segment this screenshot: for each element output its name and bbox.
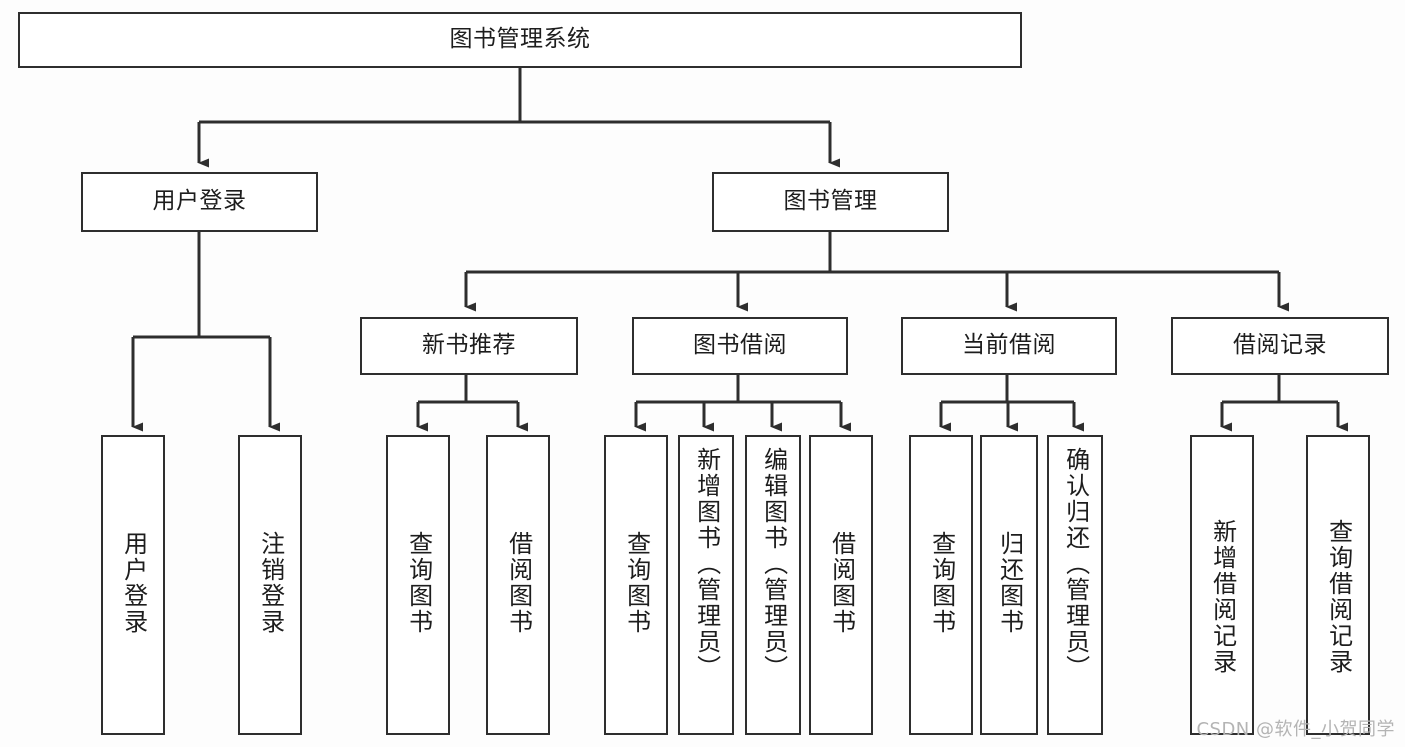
node-leaf-current-borrow-query-book[interactable]: 查询图书 xyxy=(909,435,973,735)
node-leaf-user-login-login[interactable]: 用户登录 xyxy=(101,435,165,735)
node-book-borrow[interactable]: 图书借阅 xyxy=(632,317,848,375)
node-label: 编辑图书（管理员） xyxy=(759,447,788,681)
node-leaf-borrow-record-query-record[interactable]: 查询借阅记录 xyxy=(1306,435,1370,735)
node-book-management[interactable]: 图书管理 xyxy=(712,172,949,232)
node-user-login[interactable]: 用户登录 xyxy=(81,172,318,232)
node-label: 注销登录 xyxy=(256,531,285,635)
node-label: 图书管理系统 xyxy=(449,26,591,53)
node-label: 用户登录 xyxy=(152,188,247,215)
node-leaf-borrow-record-add-record[interactable]: 新增借阅记录 xyxy=(1190,435,1254,735)
node-borrow-record[interactable]: 借阅记录 xyxy=(1171,317,1389,375)
node-leaf-current-borrow-return-book[interactable]: 归还图书 xyxy=(980,435,1038,735)
csdn-watermark: CSDN @软件_小贺同学 xyxy=(1196,719,1395,740)
node-label: 确认归还（管理员） xyxy=(1061,447,1090,681)
node-current-borrow[interactable]: 当前借阅 xyxy=(901,317,1117,375)
node-label: 查询图书 xyxy=(927,531,956,635)
node-new-book-recommend[interactable]: 新书推荐 xyxy=(360,317,578,375)
node-label: 图书管理 xyxy=(783,188,878,215)
node-label: 新增图书（管理员） xyxy=(692,447,721,681)
node-leaf-book-borrow-add-book-admin[interactable]: 新增图书（管理员） xyxy=(678,435,734,735)
node-label: 借阅图书 xyxy=(827,531,856,635)
node-root-book-management-system[interactable]: 图书管理系统 xyxy=(18,12,1022,68)
node-leaf-book-borrow-edit-book-admin[interactable]: 编辑图书（管理员） xyxy=(745,435,801,735)
node-label: 借阅图书 xyxy=(504,531,533,635)
node-label: 借阅记录 xyxy=(1233,332,1327,359)
node-leaf-user-login-logout[interactable]: 注销登录 xyxy=(238,435,302,735)
node-label: 归还图书 xyxy=(995,531,1024,635)
node-label: 当前借阅 xyxy=(962,332,1056,359)
node-leaf-book-borrow-query-book[interactable]: 查询图书 xyxy=(604,435,668,735)
node-label: 查询图书 xyxy=(404,531,433,635)
node-leaf-new-book-borrow-book[interactable]: 借阅图书 xyxy=(486,435,550,735)
node-label: 查询图书 xyxy=(622,531,651,635)
node-leaf-current-borrow-confirm-return-admin[interactable]: 确认归还（管理员） xyxy=(1047,435,1103,735)
node-leaf-book-borrow-borrow-book[interactable]: 借阅图书 xyxy=(809,435,873,735)
node-label: 查询借阅记录 xyxy=(1324,519,1353,675)
node-label: 图书借阅 xyxy=(693,332,787,359)
node-label: 新增借阅记录 xyxy=(1208,519,1237,675)
node-label: 新书推荐 xyxy=(422,332,516,359)
node-label: 用户登录 xyxy=(119,531,148,635)
node-leaf-new-book-query-book[interactable]: 查询图书 xyxy=(386,435,450,735)
